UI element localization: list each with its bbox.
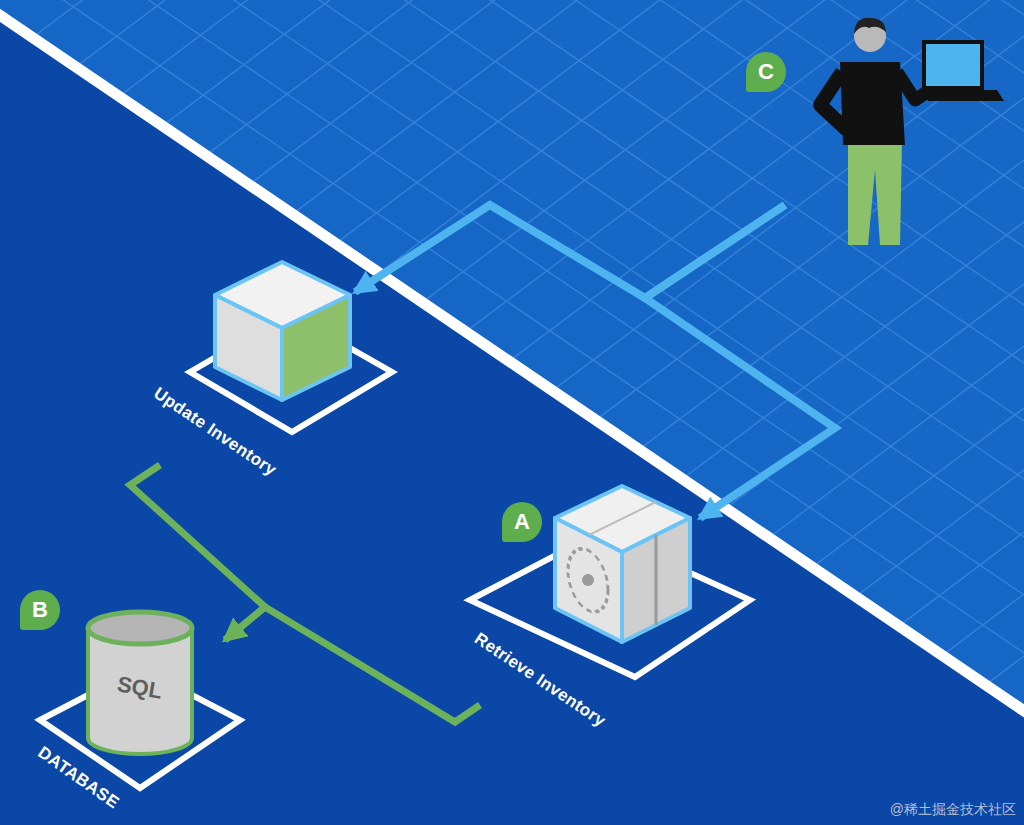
grid-line	[0, 305, 1024, 825]
grid-line	[0, 421, 1024, 825]
cube-right	[282, 295, 350, 400]
callout-letter: C	[746, 52, 786, 92]
grid-line	[0, 73, 1024, 769]
grid-line	[0, 595, 1024, 825]
text-holder: DATABASE	[34, 743, 123, 813]
grid-line	[0, 0, 1024, 363]
flow-arrow	[645, 205, 835, 518]
server-cube: ARetrieve Inventory	[450, 482, 700, 705]
user-figure-art	[785, 0, 1010, 245]
server-side	[622, 518, 690, 642]
callout-letter: A	[502, 502, 542, 542]
laptop-base	[923, 90, 1004, 101]
grid-line	[0, 0, 1024, 620]
grid-line	[0, 532, 1024, 825]
text-holder: Update Inventory	[150, 384, 280, 481]
grid-line	[0, 0, 1024, 479]
watermark: @稀土掘金技术社区	[890, 801, 1016, 819]
person-hair	[854, 18, 886, 34]
person-torso	[840, 62, 905, 145]
server-cube-art	[450, 482, 700, 705]
grid-line	[0, 408, 1024, 825]
text-holder: C	[746, 52, 786, 92]
grid-line	[0, 0, 1024, 682]
service-cube: Update Inventory	[140, 262, 355, 465]
grid-line	[0, 0, 1024, 653]
grid-line	[0, 160, 1024, 825]
grid-line	[0, 0, 1024, 310]
grid-line	[0, 479, 1024, 825]
server-front	[555, 518, 622, 642]
service-label: Retrieve Inventory	[471, 629, 610, 732]
callout-letter: B	[20, 590, 60, 630]
server-fan	[568, 541, 608, 621]
grid-line	[0, 780, 1024, 825]
cube-left	[215, 295, 282, 400]
grid-line	[0, 0, 1024, 537]
text-holder: A	[502, 502, 542, 542]
person-legs	[848, 140, 902, 245]
laptop-screen	[926, 44, 980, 86]
server-fan-hub	[582, 574, 594, 586]
grid-line	[0, 189, 1024, 825]
boundary-line	[0, 12, 1024, 715]
grid-line	[0, 594, 1024, 825]
grid-line	[0, 0, 1024, 15]
grid-line	[0, 0, 1024, 372]
text-holder: Retrieve Inventory	[471, 629, 610, 732]
cylinder-top	[88, 612, 192, 644]
database-cylinder: BSQLDATABASE	[20, 588, 225, 800]
laptop-frame	[922, 40, 984, 90]
grid-line	[0, 0, 1024, 558]
database-label: DATABASE	[34, 743, 123, 813]
grid-line	[0, 363, 1024, 825]
server-divider	[655, 535, 658, 625]
flow-arrow	[225, 607, 480, 722]
grid-line	[0, 470, 1024, 825]
grid-line	[0, 247, 1024, 825]
user-figure: C	[785, 0, 1010, 245]
service-label: Update Inventory	[150, 384, 280, 481]
grid-line	[0, 36, 1024, 806]
grid-line	[0, 0, 1024, 496]
cylinder-body	[88, 628, 192, 754]
grid-line	[0, 0, 1024, 744]
service-cube-art	[140, 262, 355, 465]
text-holder: B	[20, 590, 60, 630]
server-divider	[589, 502, 656, 535]
